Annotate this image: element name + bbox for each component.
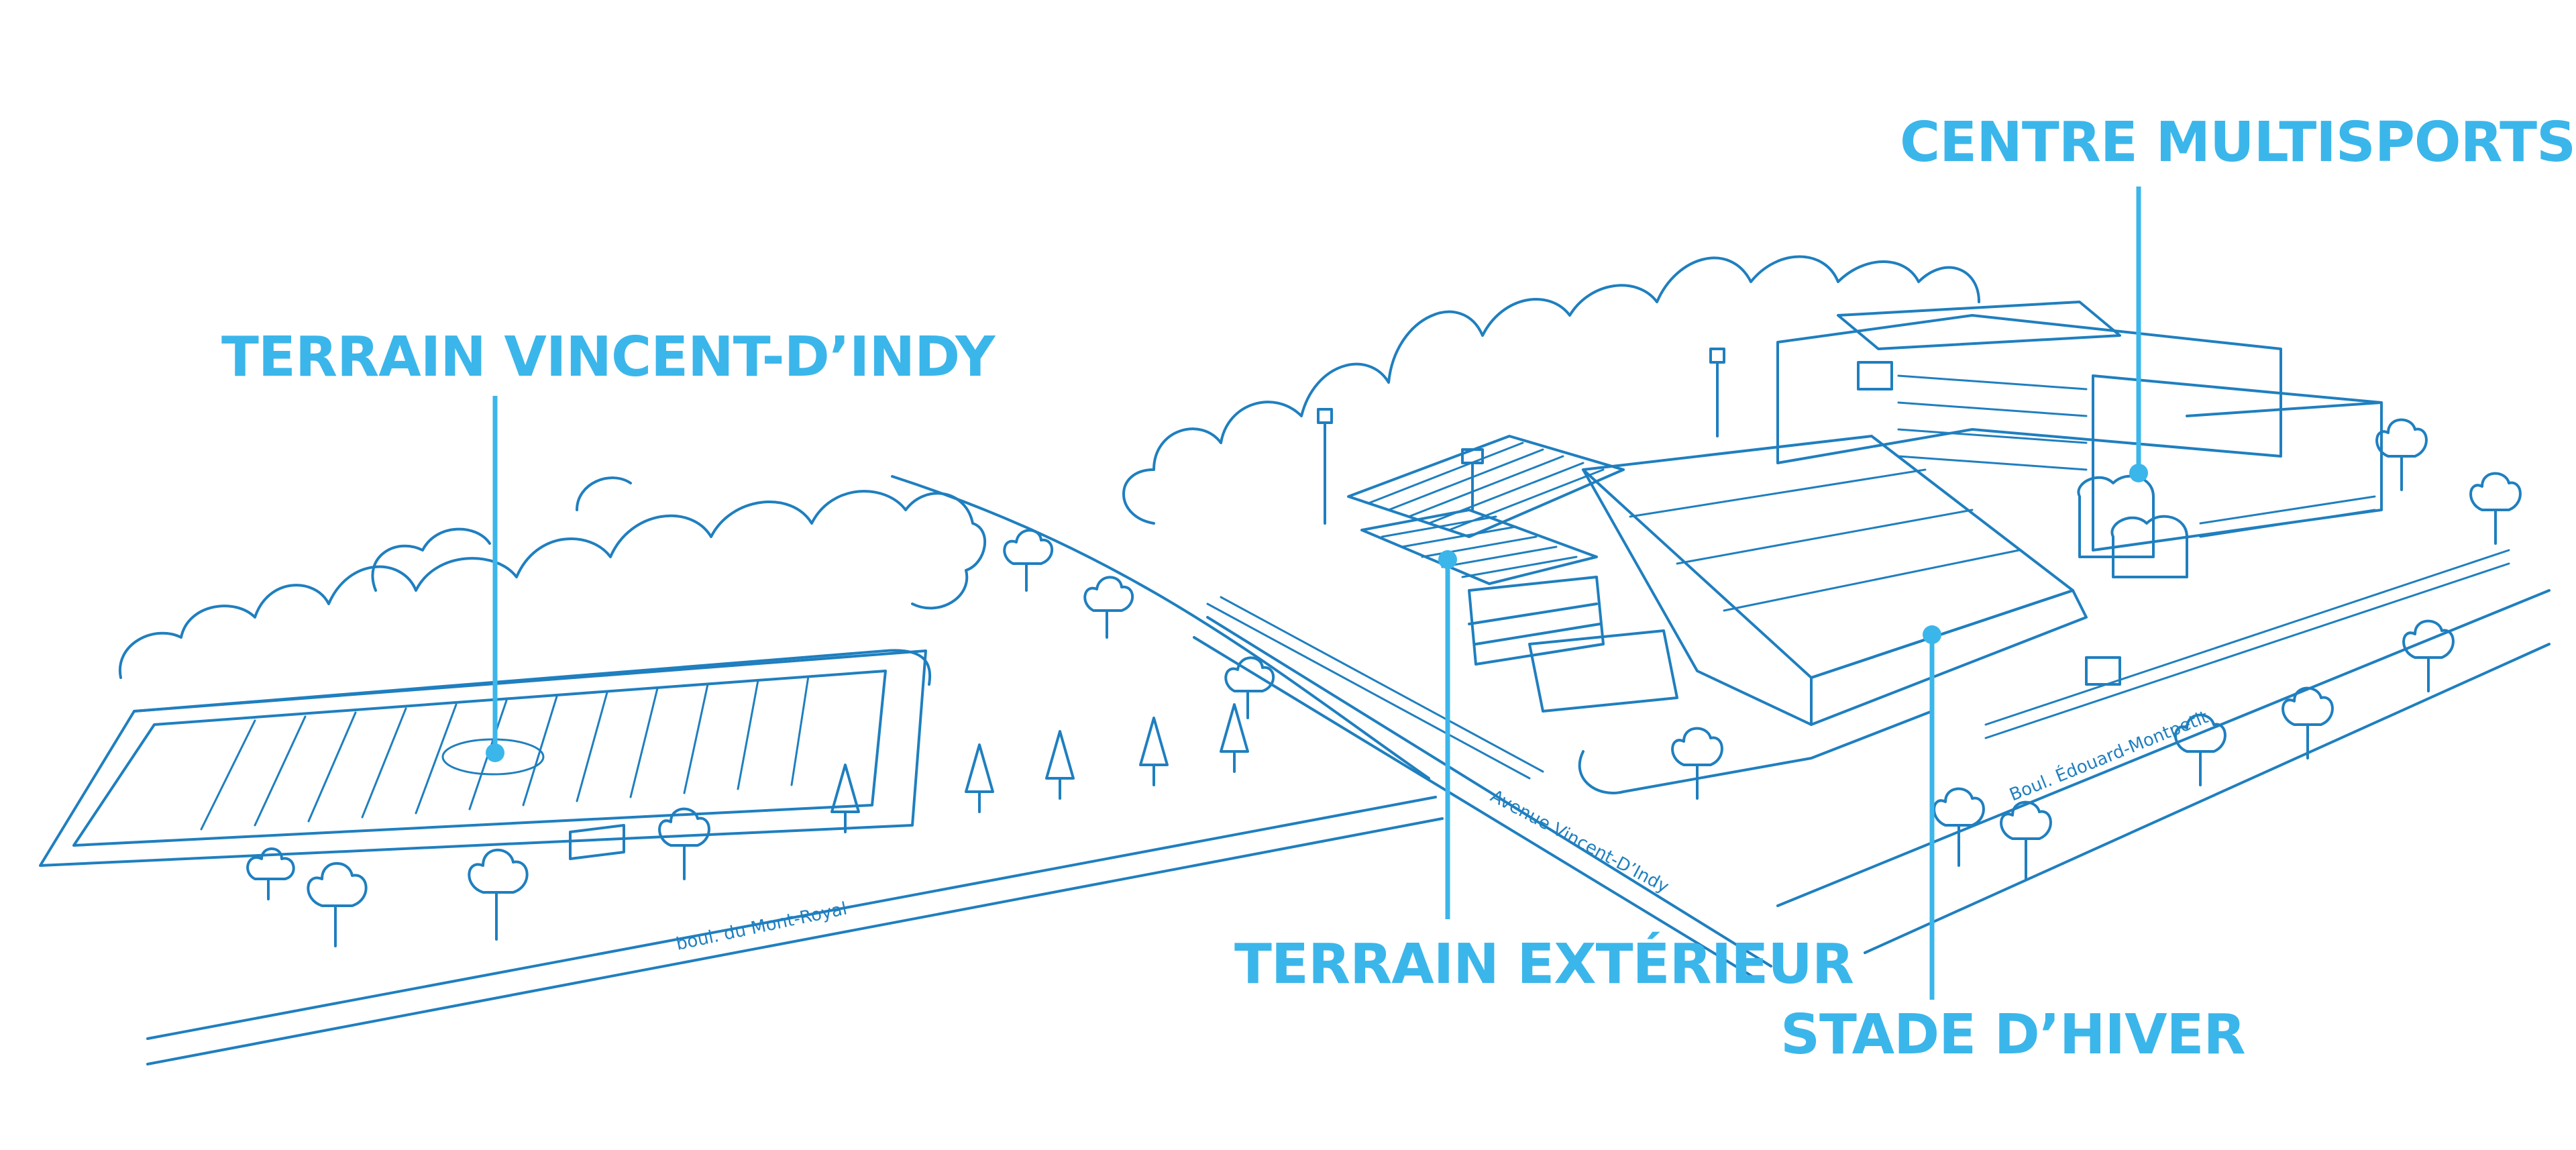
marker-dot bbox=[1923, 625, 1941, 644]
label-centre-multisports: CENTRE MULTISPORTS bbox=[1900, 111, 2575, 174]
callout-terrain-vincent-dindy: TERRAIN VINCENT-D’INDY bbox=[221, 325, 997, 762]
label-stade-hiver: STADE D’HIVER bbox=[1780, 1003, 2245, 1067]
left-trees bbox=[246, 529, 1275, 947]
street-mont-royal-label: boul. du Mont-Royal bbox=[674, 899, 849, 955]
vincent-dindy-field bbox=[39, 649, 932, 867]
left-hillside bbox=[118, 475, 1430, 780]
marker-dot bbox=[1438, 550, 1457, 569]
street-vincent-dindy-label: Avenue Vincent-D’Indy bbox=[1487, 786, 1672, 898]
label-terrain-vincent-dindy: TERRAIN VINCENT-D’INDY bbox=[221, 325, 996, 389]
marker-dot bbox=[486, 743, 504, 762]
callout-centre-multisports: CENTRE MULTISPORTS bbox=[1900, 111, 2576, 482]
multisports-centre bbox=[1776, 301, 2383, 686]
callout-stade-hiver: STADE D’HIVER bbox=[1780, 625, 2246, 1067]
winter-stadium bbox=[1468, 435, 2088, 794]
right-trees bbox=[1671, 418, 2522, 880]
marker-dot bbox=[2129, 464, 2148, 482]
outdoor-field bbox=[1317, 348, 1725, 585]
callout-terrain-exterieur: TERRAIN EXTÉRIEUR bbox=[1234, 550, 1854, 996]
right-hillside bbox=[1122, 255, 1980, 525]
roads bbox=[146, 549, 2551, 1065]
label-terrain-exterieur: TERRAIN EXTÉRIEUR bbox=[1234, 932, 1854, 996]
